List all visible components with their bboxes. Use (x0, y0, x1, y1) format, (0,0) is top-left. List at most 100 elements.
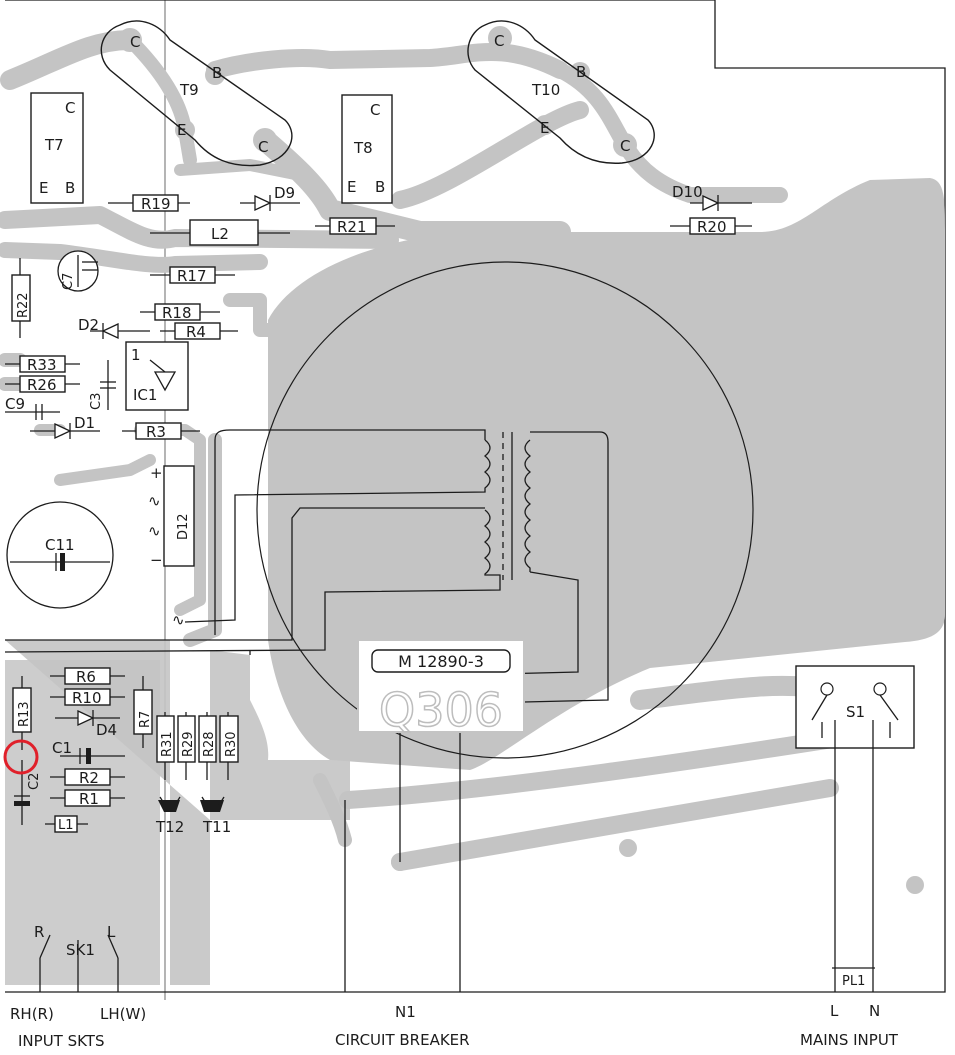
transformer (4, 261, 754, 992)
component-label: R7 (138, 711, 153, 728)
component-label: R31 (160, 731, 175, 757)
component-label: R17 (177, 267, 207, 285)
circuit-breaker-label: CIRCUIT BREAKER (335, 1031, 470, 1049)
mains-l-label: L (830, 1002, 839, 1020)
rh-label: RH(R) (10, 1005, 54, 1023)
resistor-r18: R18 (140, 303, 220, 322)
pin-label: E (177, 121, 186, 139)
component-label: R30 (224, 731, 239, 757)
part-number-label: M 12890-3 (398, 652, 484, 671)
pin-label: 1 (131, 346, 141, 364)
component-label: R29 (181, 731, 196, 757)
pin-label: E (347, 178, 356, 196)
component-label: D9 (274, 184, 295, 202)
component-label: C7 (61, 273, 76, 290)
resistor-r26: R26 (5, 375, 80, 394)
capacitor-c11: C11 (6, 501, 114, 609)
polarity-label: + (150, 464, 163, 482)
transistor-t11: T11 (200, 796, 231, 836)
pin-label: C (620, 137, 630, 155)
resistor-r3: R3 (122, 422, 200, 441)
ac-symbol: ∿ (148, 522, 161, 540)
component-label: T11 (202, 818, 231, 836)
diode-d9: D9 (240, 184, 300, 212)
polarity-label: − (150, 551, 163, 569)
mains-n-label: N (869, 1002, 880, 1020)
resistor-r21: R21 (315, 217, 395, 236)
resistor-r33: R33 (5, 355, 80, 374)
pin-label: B (212, 64, 222, 82)
resistor-r29: R29 (177, 712, 196, 780)
component-label: T12 (155, 818, 184, 836)
resistor-r28: R28 (198, 712, 217, 780)
resistor-r13: R13 (12, 676, 32, 750)
bridge-rectifier-d12: D12 + ∿ ∿ − ∿ (148, 464, 195, 629)
highlight-circle[interactable] (3, 739, 39, 775)
bottom-labels: RH(R) LH(W) INPUT SKTS N1 CIRCUIT BREAKE… (10, 1002, 899, 1050)
diode-d1: D1 (30, 414, 100, 440)
pin-label: E (540, 119, 549, 137)
transistor-t8: C T8 E B (341, 94, 393, 204)
resistor-r19: R19 (108, 194, 190, 213)
resistor-r22: R22 (11, 258, 31, 338)
component-label: C9 (5, 395, 25, 413)
component-label: PL1 (842, 974, 865, 989)
capacitor-c3: C3 (89, 360, 116, 410)
component-label: D2 (78, 316, 99, 334)
diode-d4: D4 (55, 709, 120, 739)
pin-label: C (258, 138, 268, 156)
lh-label: LH(W) (100, 1005, 146, 1023)
transistor-t12: T12 (155, 796, 184, 836)
resistor-r6: R6 (50, 667, 125, 686)
input-sockets-sk1: R SK1 L (34, 923, 119, 992)
ac-symbol: ∿ (172, 611, 185, 629)
resistor-r30: R30 (219, 712, 239, 780)
component-label: R22 (16, 292, 31, 318)
component-label: L2 (211, 225, 229, 243)
component-label: R13 (17, 701, 32, 727)
diode-d10: D10 (672, 183, 752, 212)
component-label: R4 (186, 323, 206, 341)
component-label: T10 (531, 81, 560, 99)
resistor-r4: R4 (160, 322, 238, 341)
plug-pl1: PL1 (832, 967, 875, 989)
ic1: 1 IC1 (125, 341, 189, 411)
component-label: D4 (96, 721, 117, 739)
board-code-label: Q306 (379, 683, 503, 737)
pin-label: C (494, 32, 504, 50)
component-label: D12 (176, 513, 191, 540)
capacitor-c9: C9 (5, 395, 60, 420)
component-label: T7 (44, 136, 64, 154)
component-label: S1 (846, 703, 865, 721)
resistor-r31: R31 (156, 712, 175, 780)
component-label: SK1 (66, 941, 95, 959)
resistor-r7: R7 (133, 676, 153, 748)
switch-s1: S1 (795, 665, 915, 992)
component-label: C3 (89, 393, 104, 410)
pin-label: E (39, 179, 48, 197)
component-label: R3 (146, 423, 166, 441)
resistor-r2: R2 (50, 768, 125, 787)
component-label: R1 (79, 790, 99, 808)
capacitor-c2: C2 (14, 760, 42, 825)
transistor-t7: C T7 E B (30, 92, 84, 204)
component-label: R26 (27, 376, 57, 394)
capacitor-c7: C7 (57, 250, 99, 292)
inductor-l1: L1 (45, 815, 88, 833)
component-label: R28 (202, 731, 217, 757)
copper-layer (0, 26, 945, 985)
component-label: R6 (76, 668, 96, 686)
socket-pin-label: R (34, 923, 44, 941)
component-label: R19 (141, 195, 171, 213)
transistor-t9: C B T9 E C (100, 20, 293, 167)
n1-label: N1 (395, 1003, 416, 1021)
pin-label: C (65, 99, 75, 117)
diode-d2: D2 (78, 316, 150, 340)
component-label: C11 (45, 536, 75, 554)
socket-pin-label: L (107, 923, 116, 941)
resistor-r17: R17 (150, 266, 235, 285)
resistor-r10: R10 (50, 688, 125, 707)
component-label: IC1 (133, 386, 157, 404)
component-label: R21 (337, 218, 367, 236)
